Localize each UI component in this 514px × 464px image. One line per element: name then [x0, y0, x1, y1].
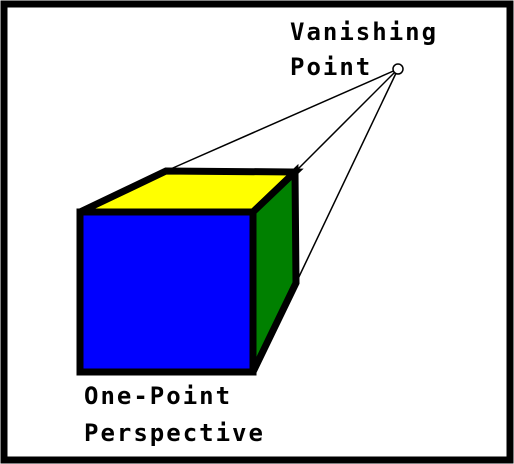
vanishing-point-marker — [392, 63, 404, 75]
vanishing-label-line2: Point — [290, 53, 372, 81]
projection-line-bottom-right — [295, 68, 399, 284]
cube-front-face — [76, 208, 257, 376]
caption-line2: Perspective — [84, 419, 265, 447]
projection-line-top-left — [165, 68, 399, 172]
projection-line-top-right — [294, 68, 399, 173]
caption-line1: One-Point — [84, 382, 232, 410]
vanishing-label-line1: Vanishing — [290, 18, 438, 46]
